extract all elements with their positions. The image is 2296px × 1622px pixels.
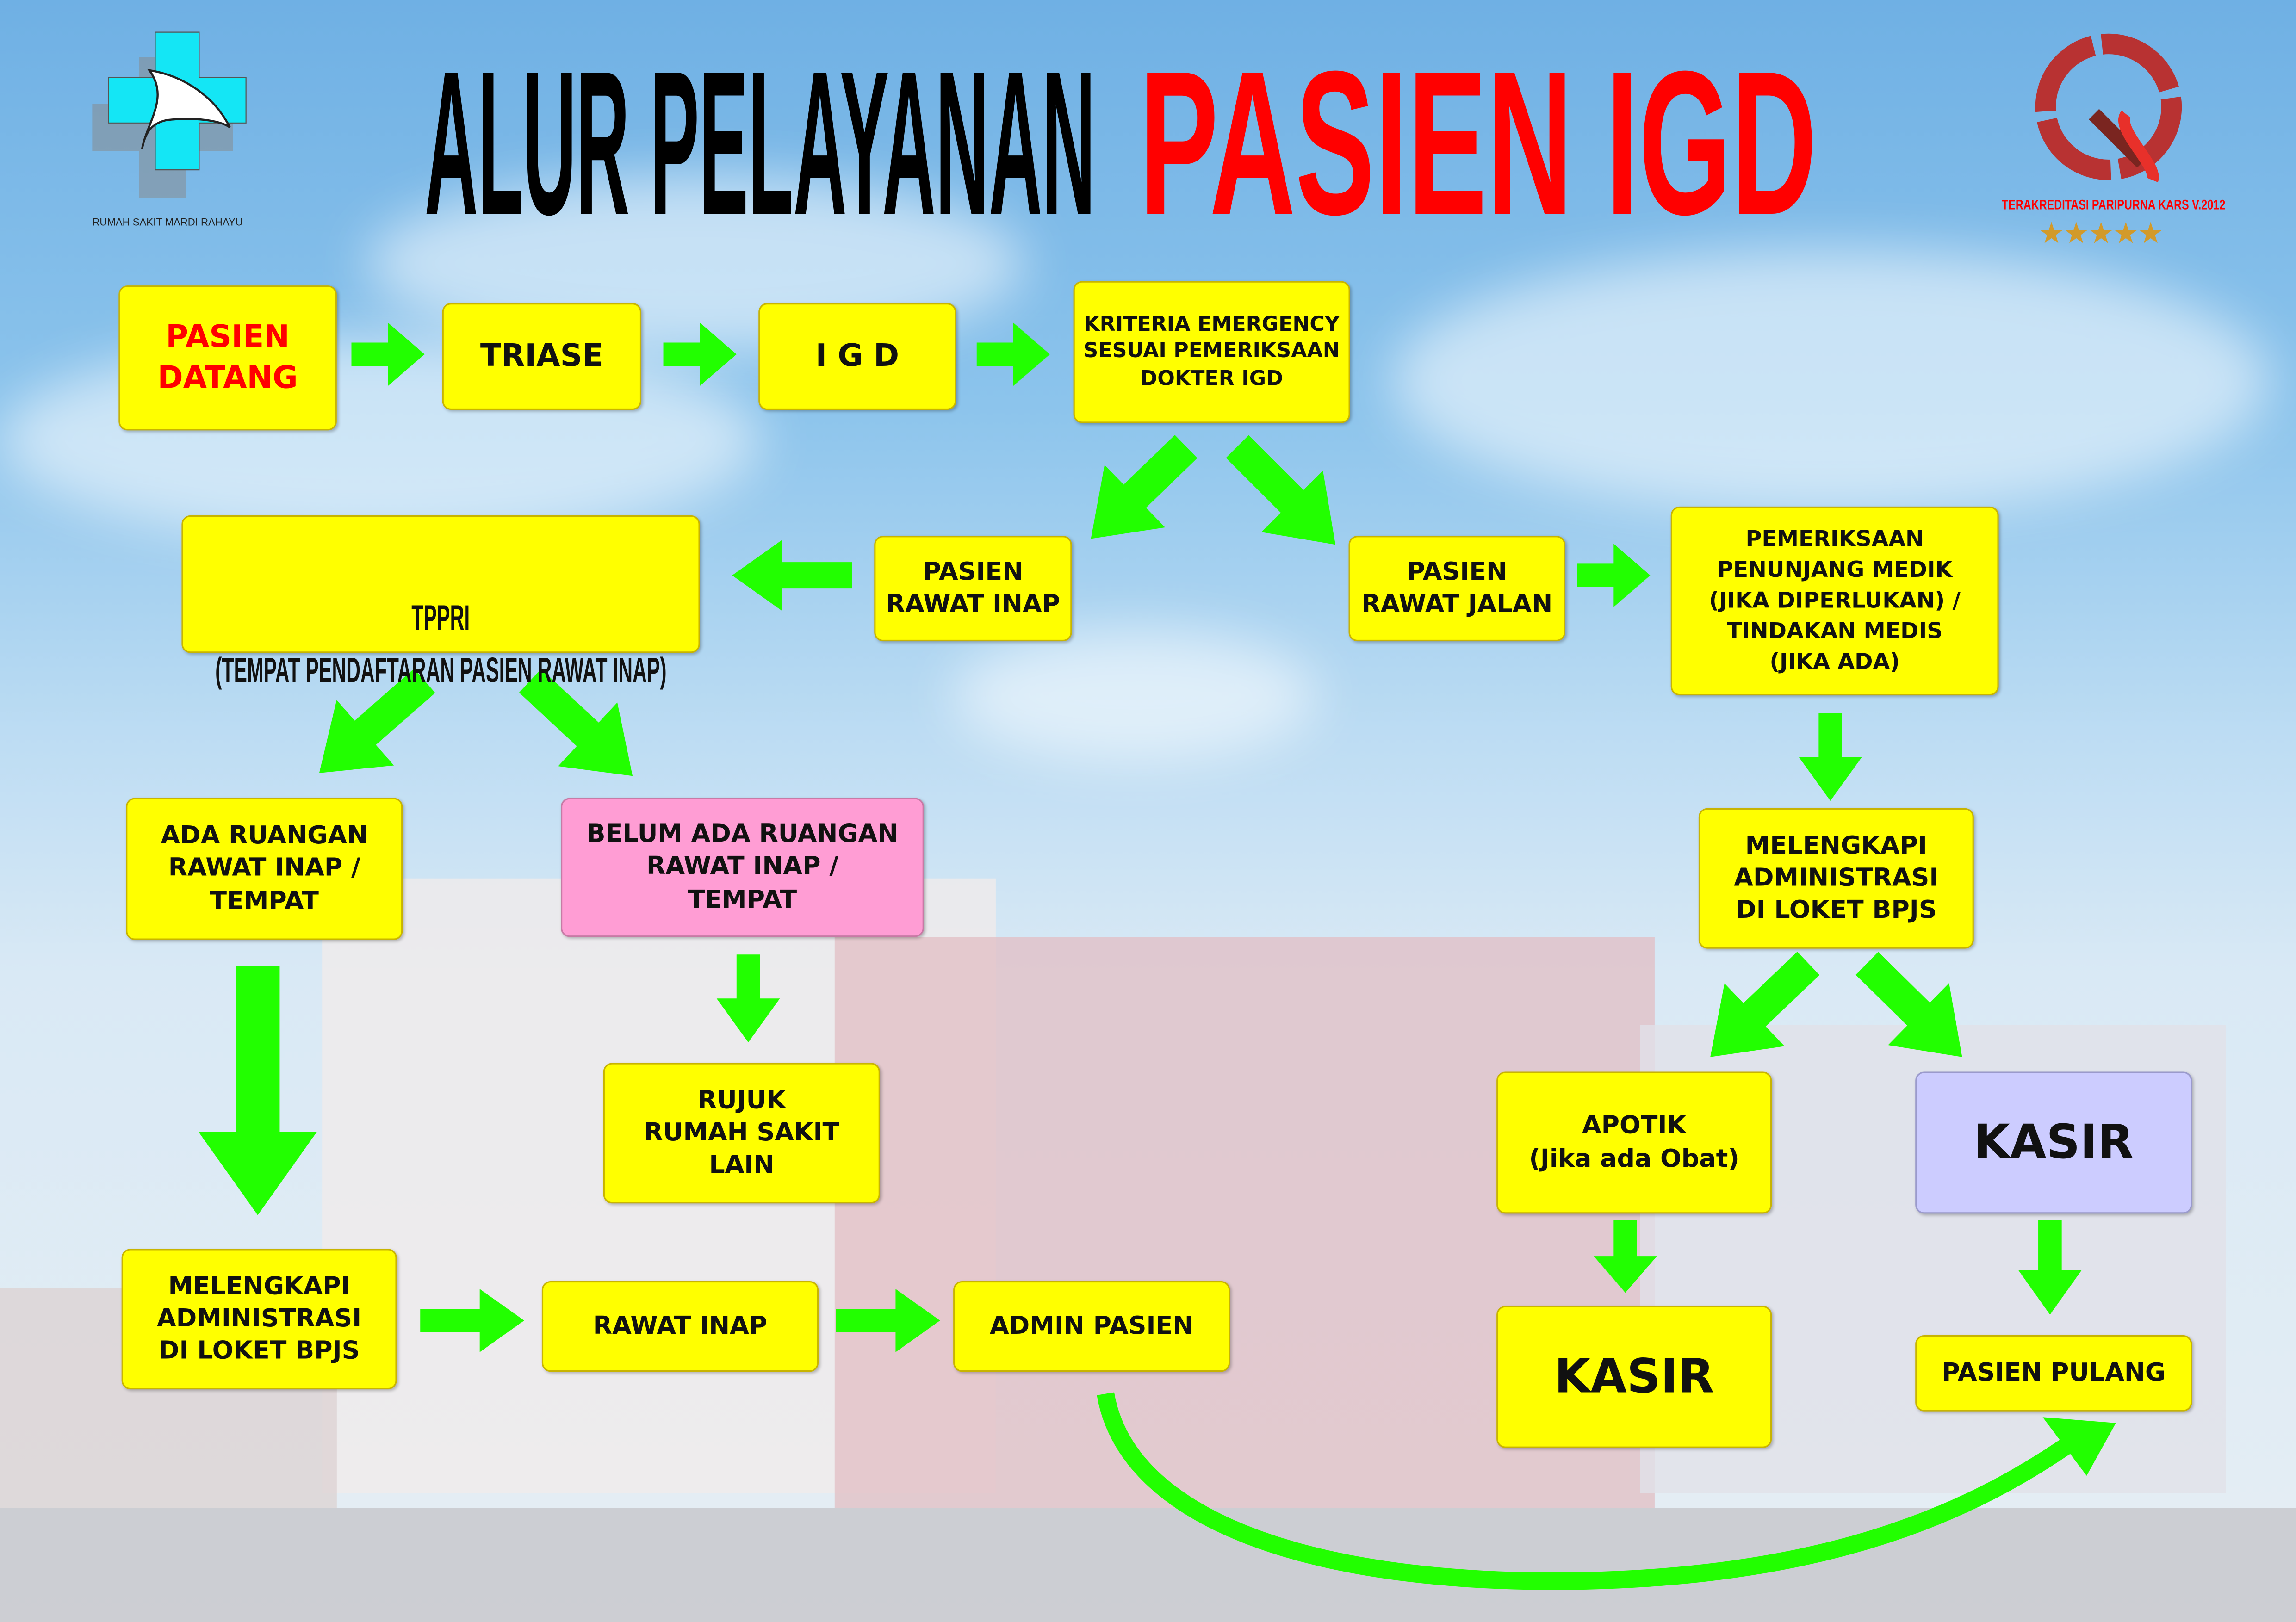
arrow-tppri-to-ada-ruangan — [319, 669, 435, 773]
step-pasien-datang: PASIEN DATANG — [118, 285, 337, 431]
step-kasir-lavender: KASIR — [1915, 1071, 2192, 1214]
arrow-ada-ruangan-to-melengkapi — [198, 966, 317, 1215]
curved-arrow-admin-to-pulang — [1097, 1392, 2077, 1590]
tppri-subtitle-slot: (TEMPAT PENDAFTARAN PASIEN RAWAT INAP) — [215, 620, 666, 690]
step-melengkapi-administrasi-kanan: MELENGKAPI ADMINISTRASI DI LOKET BPJS — [1698, 808, 1974, 949]
step-igd: I G D — [758, 303, 956, 410]
hospital-logo — [92, 31, 247, 198]
kars-logo — [2035, 33, 2182, 182]
curved-arrow-head — [2042, 1417, 2116, 1476]
arrow-triase-to-igd — [663, 322, 737, 386]
step-belum-ada-ruangan: BELUM ADA RUANGAN RAWAT INAP / TEMPAT — [561, 798, 924, 937]
title-part-2: PASIEN IGD — [1139, 28, 1817, 258]
arrow-apotik-to-kasir — [1594, 1220, 1657, 1293]
page-title-highlight: PASIEN IGD — [1139, 28, 1817, 258]
cloud — [951, 629, 1318, 761]
step-pasien-rawat-jalan: PASIEN RAWAT JALAN — [1348, 536, 1565, 642]
step-melengkapi-administrasi-kiri: MELENGKAPI ADMINISTRASI DI LOKET BPJS — [121, 1249, 397, 1390]
step-pasien-rawat-inap: PASIEN RAWAT INAP — [874, 536, 1072, 642]
arrow-kasir-to-pulang — [2018, 1220, 2082, 1315]
step-pemeriksaan-penunjang: PEMERIKSAAN PENUNJANG MEDIK (JIKA DIPERL… — [1670, 506, 1999, 696]
step-triase: TRIASE — [442, 303, 642, 410]
step-apotik: APOTIK (Jika ada Obat) — [1496, 1071, 1772, 1214]
arrow-igd-to-kriteria — [976, 322, 1050, 386]
arrow-melengkapi-to-kasir — [1855, 952, 1962, 1057]
tppri-title-slot: TPPRI — [411, 568, 470, 638]
arrow-datang-to-triase — [351, 322, 425, 386]
step-rujuk-rumah-sakit-lain: RUJUK RUMAH SAKIT LAIN — [603, 1063, 880, 1204]
arrow-kriteria-to-rawat-jalan — [1226, 435, 1336, 545]
arrow-tppri-to-belum-ada — [519, 669, 633, 776]
kars-caption: TERAKREDITASI PARIPURNA KARS V.2012 — [2001, 198, 2226, 214]
arrow-melengkapi-to-rawat-inap — [420, 1289, 524, 1352]
step-pasien-pulang: PASIEN PULANG — [1915, 1335, 2192, 1412]
rating-stars: ★★★★★ — [2038, 218, 2164, 251]
title-part-1: ALUR PELAYANAN — [424, 28, 1096, 258]
step-tppri: TPPRI (TEMPAT PENDAFTARAN PASIEN RAWAT I… — [181, 515, 700, 690]
step-rawat-inap: RAWAT INAP — [541, 1281, 819, 1372]
arrow-rawat-inap-to-admin — [836, 1289, 940, 1352]
tppri-subtitle: (TEMPAT PENDAFTARAN PASIEN RAWAT INAP) — [215, 650, 667, 691]
step-kriteria-emergency: KRITERIA EMERGENCY SESUAI PEMERIKSAAN DO… — [1073, 281, 1350, 423]
tppri-title: TPPRI — [411, 598, 470, 638]
arrow-belum-ada-to-rujuk — [716, 954, 780, 1043]
hospital-name: RUMAH SAKIT MARDI RAHAYU — [92, 218, 243, 229]
page-title: ALUR PELAYANAN — [424, 28, 1096, 258]
step-admin-pasien: ADMIN PASIEN — [953, 1281, 1230, 1372]
step-kasir-yellow: KASIR — [1496, 1306, 1772, 1448]
cloud — [1391, 248, 2270, 513]
arrow-rawat-inap-to-tppri — [732, 539, 852, 611]
arrow-rawat-jalan-to-pemeriksaan — [1577, 544, 1651, 607]
arrow-melengkapi-to-apotik — [1710, 952, 1820, 1057]
step-ada-ruangan: ADA RUANGAN RAWAT INAP / TEMPAT — [126, 798, 403, 940]
arrow-kriteria-to-rawat-inap — [1091, 435, 1198, 539]
arrow-pemeriksaan-to-melengkapi — [1799, 713, 1862, 801]
